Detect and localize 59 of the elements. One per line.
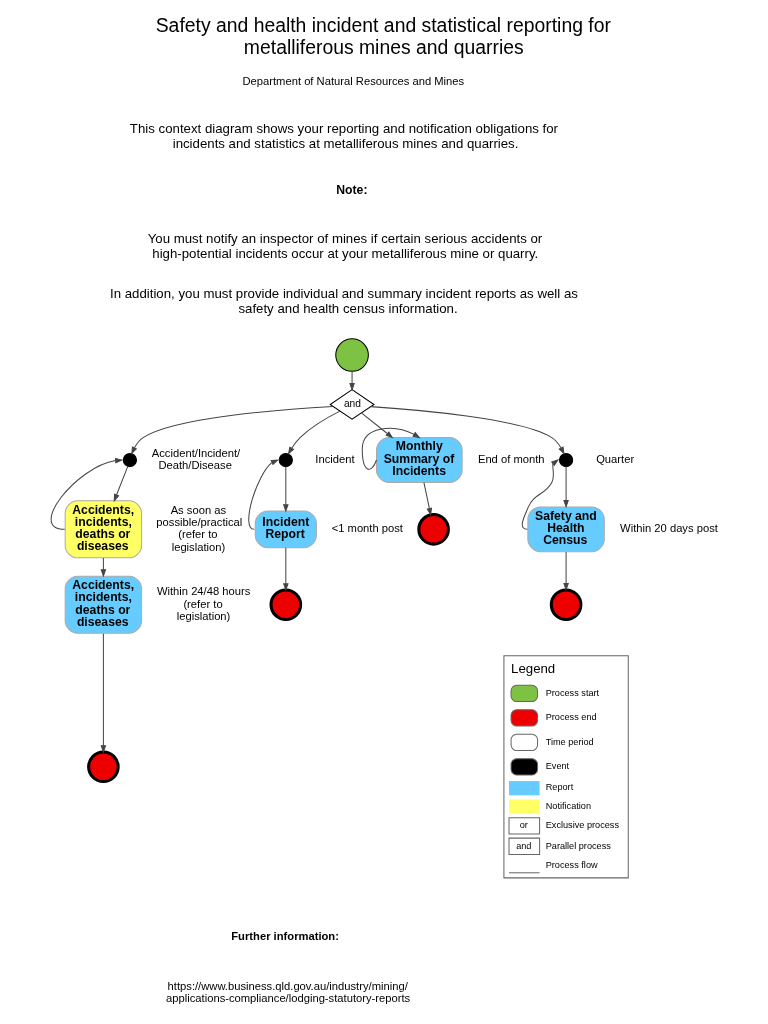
- arrow: [282, 466, 289, 513]
- arrow: [287, 410, 341, 455]
- arrow: [131, 405, 334, 455]
- legend-label: Time period: [545, 736, 594, 747]
- node-label: Incident: [315, 452, 355, 465]
- node-label: End of month: [477, 452, 545, 465]
- node-circle: [335, 338, 369, 372]
- node-box: Safety and Health Census: [527, 506, 605, 553]
- diagram-title: Safety and health incident and statistical reporting for metalliferous mines and quarries: [155, 14, 611, 58]
- legend-label: Event: [545, 761, 570, 772]
- legend-label: Process start: [545, 687, 600, 698]
- node-circle: [558, 452, 574, 468]
- node-label: As soon as possible/practical (refer to legislation): [156, 503, 243, 553]
- arrow: [361, 412, 394, 439]
- arrow: [423, 482, 433, 517]
- arrow: [361, 427, 421, 470]
- node-label: Accident/Incident/ Death/Disease: [151, 446, 241, 471]
- label: You must notify an inspector of mines if certain serious accidents or high-potential incidents occur at your metalliferous mine or quarry.: [147, 231, 543, 261]
- node-box: Accidents, incidents, deaths or diseases: [64, 575, 143, 634]
- arrow: [248, 459, 280, 530]
- label: Legend: [511, 661, 556, 677]
- arrow: [349, 371, 355, 392]
- node-circle: [269, 588, 303, 622]
- node-diamond: and: [329, 389, 375, 420]
- node-label: Within 20 days post: [620, 522, 718, 535]
- node-circle: [278, 452, 293, 468]
- label: or: [519, 820, 528, 831]
- legend-label: Report: [545, 782, 574, 793]
- label: and: [516, 840, 532, 851]
- node-circle: [87, 750, 120, 784]
- node-circle: [549, 588, 583, 622]
- arrow: [100, 557, 107, 578]
- arrow: [100, 633, 107, 754]
- label: This context diagram shows your reporting and notification obligations for incidents and statistics at metalliferous mines and quarries.: [129, 121, 559, 151]
- node-box: Monthly Summary of Incidents: [376, 437, 463, 483]
- arrow: [50, 457, 124, 530]
- legend-label: Notification: [545, 800, 591, 811]
- node-box: Incident Report: [254, 510, 317, 549]
- legend-label: Process flow: [545, 859, 598, 870]
- label: https://www.business.qld.gov.au/industry/mining/ applications-compliance/lodging-statutory-reports: [166, 979, 411, 1005]
- label: Department of Natural Resources and Mines: [242, 74, 465, 87]
- arrow: [521, 459, 560, 530]
- node-label: Within 24/48 hours (refer to legislation): [156, 585, 251, 622]
- node-label: <1 month post: [331, 522, 403, 535]
- node-circle: [122, 452, 137, 468]
- node-circle: [417, 513, 450, 546]
- label: Further information:: [231, 929, 339, 942]
- label: In addition, you must provide individual and summary incident reports as well as safety and health census information.: [110, 286, 578, 316]
- legend-label: Process end: [545, 712, 597, 723]
- arrow: [113, 465, 129, 503]
- arrow: [370, 406, 565, 455]
- legend-label: Parallel process: [545, 840, 611, 851]
- node-label: Quarter: [596, 452, 635, 465]
- node-box: Accidents, incidents, deaths or diseases: [64, 500, 143, 559]
- arrow: [563, 551, 569, 592]
- legend-label: Exclusive process: [545, 820, 619, 831]
- label: Note:: [336, 183, 368, 198]
- arrow: [563, 466, 569, 509]
- arrow: [282, 547, 289, 592]
